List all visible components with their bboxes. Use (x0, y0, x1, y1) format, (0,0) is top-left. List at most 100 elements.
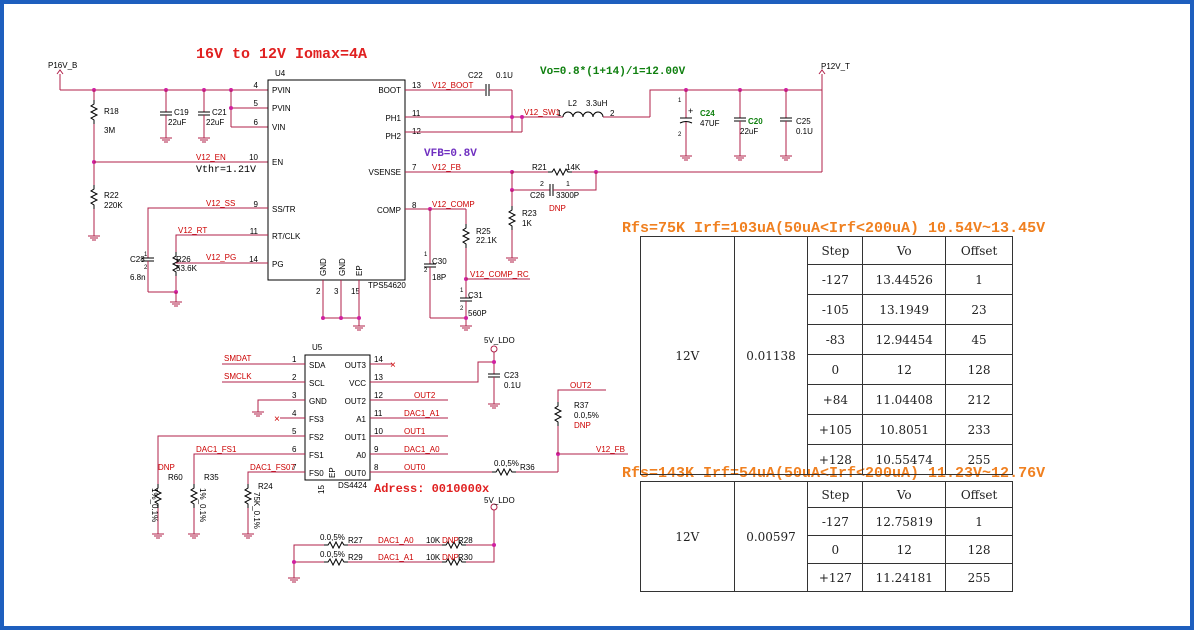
svg-text:FS3: FS3 (309, 415, 324, 424)
net-smclk: SMCLK (224, 372, 252, 381)
svg-text:COMP: COMP (377, 206, 401, 215)
r27-val: 0.0,5% (320, 533, 345, 542)
c31-val: 560P (468, 309, 487, 318)
r18-ref: R18 (104, 107, 119, 116)
table2-vout: 12V (640, 481, 735, 592)
net-v12-ss: V12_SS (206, 199, 235, 208)
net-out2: OUT2 (414, 391, 436, 400)
svg-text:SCL: SCL (309, 379, 325, 388)
r23-ref: R23 (522, 209, 537, 218)
net-v12-sw1: V12_SW1 (524, 108, 561, 117)
schematic-canvas: 16V to 12V Iomax=4A Vo=0.8*(1+14)/1=12.0… (48, 46, 1045, 583)
svg-text:1: 1 (557, 109, 562, 118)
c21-ref: C21 (212, 108, 227, 117)
svg-text:×: × (274, 414, 280, 425)
u4-part: TPS54620 (368, 281, 406, 290)
svg-text:8: 8 (374, 463, 379, 472)
svg-text:10: 10 (249, 153, 258, 162)
svg-text:3: 3 (334, 287, 339, 296)
svg-text:1: 1 (460, 288, 464, 294)
r37-ref: R37 (574, 401, 589, 410)
svg-text:10: 10 (374, 427, 383, 436)
svg-text:PVIN: PVIN (272, 86, 291, 95)
svg-text:6: 6 (292, 445, 297, 454)
net-dac1-fs07: DAC1_FS07 (250, 463, 295, 472)
svg-text:15: 15 (317, 485, 326, 494)
svg-text:3: 3 (292, 391, 297, 400)
net-dac1-fs1: DAC1_FS1 (196, 445, 237, 454)
c25-val: 0.1U (796, 127, 813, 136)
table2-header-step: Step (807, 481, 864, 508)
svg-text:1: 1 (678, 98, 682, 104)
r30-val: 10K (426, 553, 441, 562)
svg-text:2: 2 (144, 265, 148, 271)
c26-val: 3300P (556, 191, 579, 200)
c24-val: 47UF (700, 119, 720, 128)
u4-ref: U4 (275, 69, 286, 78)
svg-text:7: 7 (412, 163, 417, 172)
svg-text:2: 2 (292, 373, 297, 382)
r37-note: DNP (574, 421, 591, 430)
svg-text:EN: EN (272, 158, 283, 167)
svg-text:VIN: VIN (272, 123, 286, 132)
c22-ref: C22 (468, 71, 483, 80)
svg-text:14: 14 (249, 255, 258, 264)
net-dac1-a0: DAC1_A0 (404, 445, 440, 454)
svg-text:OUT3: OUT3 (345, 361, 367, 370)
net-out2-r37: OUT2 (570, 381, 592, 390)
svg-text:5: 5 (254, 99, 259, 108)
vo-formula: Vo=0.8*(1+14)/1=12.00V (540, 66, 686, 78)
c19-ref: C19 (174, 108, 189, 117)
net-v12-boot: V12_BOOT (432, 81, 473, 90)
svg-text:14: 14 (374, 355, 383, 364)
net-smdat: SMDAT (224, 354, 252, 363)
svg-text:+: + (688, 106, 693, 116)
svg-text:2: 2 (540, 181, 544, 188)
r30-note: DNP (442, 553, 459, 562)
net-out0: OUT0 (404, 463, 426, 472)
r28-note: DNP (442, 536, 459, 545)
svg-text:OUT1: OUT1 (345, 433, 367, 442)
net-v12-fb: V12_FB (432, 163, 461, 172)
net-out1: OUT1 (404, 427, 426, 436)
net-v12-rt: V12_RT (178, 226, 207, 235)
r29-val: 0.0,5% (320, 550, 345, 559)
r60-val: 1%_0.1% (150, 488, 159, 522)
r36-val: 0.0,5% (494, 459, 519, 468)
c28-ref: C28 (130, 255, 145, 264)
svg-text:2: 2 (610, 109, 615, 118)
c23-val: 0.1U (504, 381, 521, 390)
r37-val: 0.0,5% (574, 411, 599, 420)
table2-step-size: 0.00597 (733, 481, 809, 592)
svg-text:VSENSE: VSENSE (369, 168, 401, 177)
svg-text:FS2: FS2 (309, 433, 324, 442)
c26-ref: C26 (530, 191, 545, 200)
r60-ref: R60 (168, 473, 183, 482)
svg-text:5: 5 (292, 427, 297, 436)
u4-bottom-pins: GND GND EP 2 3 15 (316, 258, 364, 296)
net-dac1-a1: DAC1_A1 (404, 409, 440, 418)
svg-text:EP: EP (355, 265, 364, 276)
svg-text:13: 13 (412, 81, 421, 90)
svg-text:1: 1 (566, 181, 570, 188)
r26-val: 53.6K (176, 264, 198, 273)
svg-text:RT/CLK: RT/CLK (272, 232, 301, 241)
c31-ref: C31 (468, 291, 483, 300)
c28-val: 6.8n (130, 273, 146, 282)
svg-text:FS0: FS0 (309, 469, 324, 478)
svg-text:A0: A0 (356, 451, 366, 460)
u5-bottom-pins: EP 15 (317, 467, 337, 494)
net-v12-fb2: V12_FB (596, 445, 625, 454)
r29-ref: R29 (348, 553, 363, 562)
svg-text:EP: EP (328, 467, 337, 478)
svg-text:2: 2 (316, 287, 321, 296)
svg-text:13: 13 (374, 373, 383, 382)
c30-ref: C30 (432, 257, 447, 266)
